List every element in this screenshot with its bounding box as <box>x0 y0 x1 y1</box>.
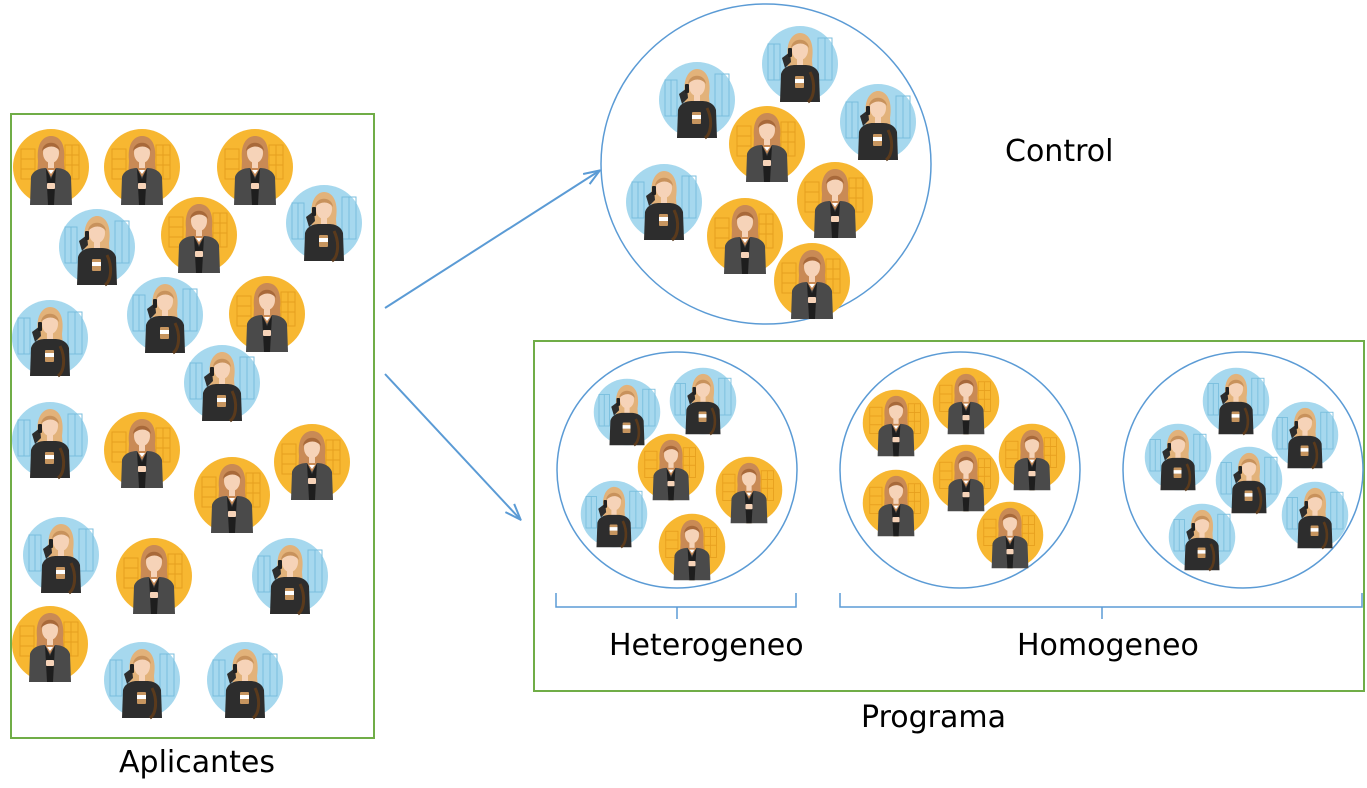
arrow-to-control <box>384 171 599 309</box>
person-blue-icon <box>57 207 137 287</box>
person-orange-icon <box>658 513 726 581</box>
control-label: Control <box>1005 134 1114 169</box>
heterogeneous-label: Heterogeneo <box>609 628 804 663</box>
applicants-box <box>10 113 375 739</box>
person-blue-icon <box>125 275 205 355</box>
person-orange-icon <box>273 423 351 501</box>
person-orange-icon <box>862 389 930 457</box>
person-orange-icon <box>193 456 271 534</box>
person-orange-icon <box>637 433 705 501</box>
program-box <box>533 340 1365 692</box>
arrow-to-program <box>384 373 520 519</box>
person-blue-icon <box>668 366 738 436</box>
person-orange-icon <box>728 105 806 183</box>
control-group-circle <box>600 3 932 325</box>
person-blue-icon <box>10 298 90 378</box>
person-blue-icon <box>182 343 262 423</box>
person-blue-icon <box>250 536 330 616</box>
person-blue-icon <box>205 640 285 720</box>
person-blue-icon <box>657 60 737 140</box>
person-blue-icon <box>1280 480 1350 550</box>
person-orange-icon <box>998 423 1066 491</box>
person-orange-icon <box>103 411 181 489</box>
person-blue-icon <box>21 515 101 595</box>
person-orange-icon <box>160 196 238 274</box>
homogeneous-blue-tokens <box>1143 366 1350 572</box>
heterogeneous-group-circle <box>556 351 798 589</box>
person-orange-icon <box>976 501 1044 569</box>
person-blue-icon <box>592 377 662 447</box>
person-orange-icon <box>796 161 874 239</box>
person-orange-icon <box>103 128 181 206</box>
person-orange-icon <box>932 444 1000 512</box>
person-blue-icon <box>838 82 918 162</box>
heterogeneous-bracket <box>555 593 797 619</box>
person-blue-icon <box>1143 422 1213 492</box>
person-orange-icon <box>773 242 851 320</box>
person-blue-icon <box>624 162 704 242</box>
person-blue-icon <box>284 183 364 263</box>
homogeneous-blue-group-circle <box>1122 351 1364 589</box>
homogeneous-orange-group-circle <box>839 351 1081 589</box>
person-orange-icon <box>715 456 783 524</box>
homogeneous-orange-tokens <box>862 367 1066 569</box>
person-blue-icon <box>10 400 90 480</box>
person-orange-icon <box>115 537 193 615</box>
applicants-label: Aplicantes <box>119 745 275 780</box>
person-orange-icon <box>862 469 930 537</box>
person-blue-icon <box>579 479 649 549</box>
person-blue-icon <box>760 24 840 104</box>
person-blue-icon <box>1270 400 1340 470</box>
person-blue-icon <box>1167 502 1237 572</box>
person-orange-icon <box>932 367 1000 435</box>
person-blue-icon <box>1201 366 1271 436</box>
person-orange-icon <box>12 128 90 206</box>
control-tokens <box>624 24 918 320</box>
person-orange-icon <box>216 128 294 206</box>
homogeneous-bracket <box>839 593 1363 619</box>
person-orange-icon <box>228 275 306 353</box>
person-orange-icon <box>11 605 89 683</box>
person-blue-icon <box>102 640 182 720</box>
heterogeneous-tokens <box>579 366 783 581</box>
program-label: Programa <box>861 700 1006 735</box>
homogeneous-label: Homogeneo <box>1017 628 1199 663</box>
person-orange-icon <box>706 197 784 275</box>
applicants-tokens <box>10 128 364 720</box>
person-blue-icon <box>1214 445 1284 515</box>
